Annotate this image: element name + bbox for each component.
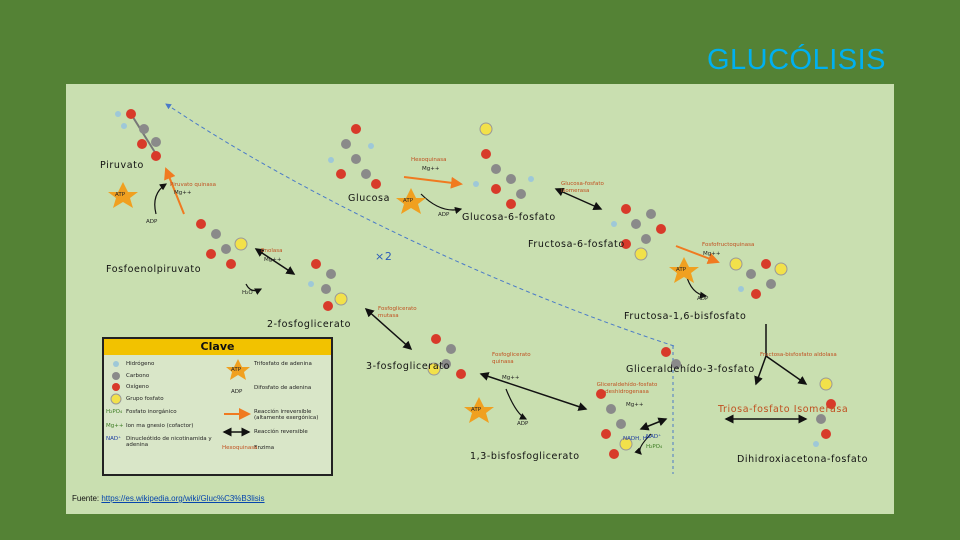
enzyme-g3p-deshidrogenasa: Gliceraldehído-fosfato deshidrogenasa [596, 382, 658, 395]
legend-item-nad: Dinucleótido de nicotinamida y adenina [126, 436, 212, 448]
enzyme-fosfoglicerato-mutasa: Fosfoglicerato mutasa [378, 306, 417, 319]
label-dihidroxiacetona-fosfato: Dihidroxiacetona-fosfato [737, 454, 869, 465]
arrow-aldolasa-right [765, 355, 808, 385]
source-link[interactable]: https://es.wikipedia.org/wiki/Gluc%C3%B3… [101, 494, 265, 503]
atp-star-fructosa [669, 257, 699, 283]
legend-item-adp: Difosfato de adenina [254, 385, 312, 391]
legend-box: Clave Hidrógeno Carbono Oxígeno Grupo fo… [102, 337, 333, 476]
legend-symbols [110, 359, 251, 437]
cofactor-h2o-enolasa: H₂O [242, 290, 253, 296]
pathway-canvas [108, 103, 836, 474]
legend-adp-text: ADP [231, 389, 243, 395]
molecule-fosfoenolpiruvato [196, 219, 248, 269]
curve-nadh [634, 433, 652, 455]
enzyme-aldolasa: Fructosa-bisfosfato aldolasa [760, 352, 837, 358]
legend-item-irreversible: Reacción irreversible (altamente exergón… [254, 409, 319, 421]
cofactor-nadh: NADH, H⁺ [623, 436, 650, 442]
cofactor-atp-fosfoglicerato: ATP [471, 407, 482, 413]
curve-atp-hexoquinasa [420, 193, 463, 214]
cofactor-mg-fosfofructoquinasa: Mg++ [703, 251, 721, 257]
legend-symbol-nad: NAD⁺ [106, 436, 122, 442]
molecule-3-fosfoglicerato [427, 334, 466, 379]
label-glucosa-6-fosfato: Glucosa-6-fosfato [462, 212, 556, 223]
molecule-gliceraldehido-3-fosfato [661, 347, 681, 369]
legend-item-carbono: Carbono [126, 373, 150, 379]
curve-h2o-enolasa [245, 283, 263, 295]
arrow-glucosa-isomerasa [554, 187, 603, 211]
atp-star-fosfoglicerato [464, 397, 494, 423]
arrow-mutasa [364, 308, 413, 350]
legend-item-fosfato-inorganico: Fosfato inorgánico [126, 409, 177, 415]
legend-item-magnesio: Ion ma gnesio (cofactor) [126, 423, 194, 429]
legend-atp-text: ATP [231, 367, 242, 373]
label-1-3-bisfosfoglicerato: 1,3-bisfosfoglicerato [470, 451, 580, 462]
legend-enzyme-example: Hexoquinasa [222, 445, 258, 451]
legend-item-hidrogeno: Hidrógeno [126, 361, 155, 367]
label-fructosa-1-6-bisfosfato: Fructosa-1,6-bisfosfato [624, 311, 747, 322]
molecule-2-fosfoglicerato [308, 259, 348, 311]
legend-item-reversible: Reacción reversible [254, 429, 308, 435]
arrow-enolasa [254, 248, 296, 275]
label-2-fosfoglicerato: 2-fosfoglicerato [267, 319, 351, 330]
atp-star-glucosa [396, 188, 426, 214]
cofactor-atp-fructosa: ATP [676, 267, 687, 273]
label-3-fosfoglicerato: 3-fosfoglicerato [366, 361, 450, 372]
cofactor-mg-hexoquinasa: Mg++ [422, 166, 440, 172]
cofactor-mg-enolasa: Mg++ [264, 257, 282, 263]
arrow-hexoquinasa [403, 176, 463, 189]
label-fructosa-6-fosfato: Fructosa-6-fosfato [528, 239, 625, 250]
label-glucosa: Glucosa [348, 193, 391, 204]
molecule-fructosa-6-fosfato [611, 204, 666, 261]
slide-title: GLUCÓLISIS [706, 44, 886, 76]
cofactor-mg-fosfoglicerato: Mg++ [502, 375, 520, 381]
enzyme-enolasa: Enolasa [261, 248, 283, 254]
curve-atp-quinasa [505, 388, 528, 420]
legend-title: Clave [104, 339, 331, 355]
legend-item-enzima: Enzima [254, 445, 275, 451]
source-prefix: Fuente: [72, 494, 102, 503]
enzyme-glucosa-isomerasa: Glucosa-fosfato isomerasa [561, 181, 604, 194]
label-piruvato: Piruvato [100, 160, 144, 171]
atp-star-piruvato [108, 182, 138, 208]
molecule-glucosa-6-fosfato [473, 122, 534, 209]
cofactor-adp-fosfofructoquinasa: ADP [697, 296, 709, 302]
enzyme-hexoquinasa: Hexoquinasa [411, 157, 447, 163]
cofactor-mg-deshidrogenasa: Mg++ [626, 402, 644, 408]
cofactor-adp-fosfoglicerato: ADP [517, 421, 529, 427]
cofactor-nad: NAD⁺ [646, 434, 662, 440]
arrow-piruvato-quinasa [164, 167, 185, 215]
legend-item-fosfato: Grupo fosfato [126, 396, 164, 402]
legend-item-atp: Trifosfato de adenina [254, 361, 312, 367]
cofactor-atp-piruvato: ATP [115, 192, 126, 198]
source-citation: Fuente: https://es.wikipedia.org/wiki/Gl… [72, 494, 265, 503]
arrow-g3p-deshidrogenasa [639, 417, 668, 431]
molecule-fructosa-1-6-bisfosfato [729, 257, 788, 299]
multiplier-x2: ×2 [375, 250, 393, 263]
molecule-piruvato [115, 109, 161, 161]
glycolysis-diagram: Piruvato Glucosa Glucosa-6-fosfato Fruct… [66, 84, 894, 514]
cofactor-adp-hexoquinasa: ADP [438, 212, 450, 218]
cofactor-mg-piruvato: Mg++ [174, 190, 192, 196]
molecule-glucosa [328, 124, 381, 189]
legend-symbol-h2po4: H₂PO₄ [106, 409, 123, 415]
cofactor-atp-glucosa: ATP [403, 198, 414, 204]
curve-adp-piruvato [154, 183, 167, 215]
molecule-dihidroxiacetona-fosfato [813, 377, 836, 447]
enzyme-piruvato-quinasa: Piruvato quinasa [170, 182, 216, 188]
label-gliceraldehido-3-fosfato: Gliceraldehído-3-fosfato [626, 364, 755, 375]
cofactor-adp-piruvato: ADP [146, 219, 158, 225]
cofactor-h2po4: H₂PO₄ [646, 444, 663, 450]
legend-item-oxigeno: Oxígeno [126, 384, 149, 390]
pathway-dashed-arrow [165, 103, 675, 347]
arrow-fosfofructoquinasa [675, 245, 720, 265]
legend-symbol-mg: Mg++ [106, 423, 124, 429]
label-triosa-isomerasa: Triosa-fosfato Isomerasa [718, 404, 849, 415]
molecule-1-3-bisfosfoglicerato [596, 389, 633, 459]
enzyme-fosfofructoquinasa: Fosfofructoquinasa [702, 242, 755, 248]
arrow-aldolasa-left [754, 355, 767, 386]
arrow-fosfoglicerato-quinasa [479, 372, 588, 411]
label-fosfoenolpiruvato: Fosfoenolpiruvato [106, 264, 202, 275]
enzyme-fosfoglicerato-quinasa: Fosfoglicerato quinasa [492, 352, 531, 365]
